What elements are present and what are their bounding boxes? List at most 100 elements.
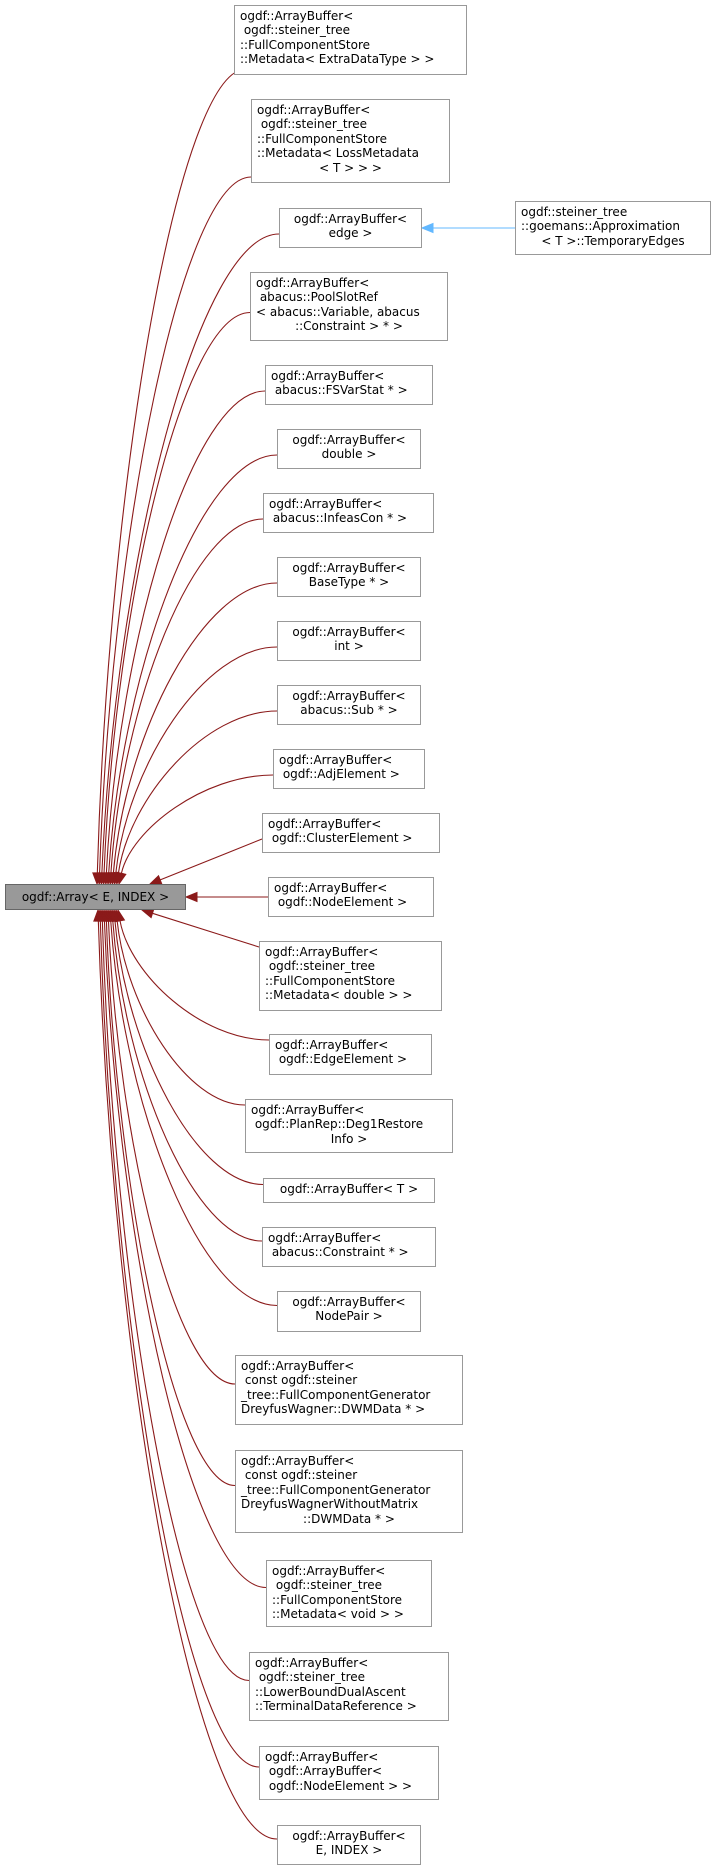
inheritance-edge xyxy=(110,518,264,874)
inheritance-edge xyxy=(120,774,274,874)
derived-class-node[interactable]: ogdf::ArrayBuffer< abacus::InfeasCon * > xyxy=(263,493,434,533)
derived-class-node[interactable]: ogdf::ArrayBuffer<abacus::Sub * > xyxy=(277,685,421,725)
node-label-line: ogdf::ArrayBuffer< T > xyxy=(279,1182,419,1196)
node-label-line: _tree::FullComponentGenerator xyxy=(241,1482,431,1497)
inheritance-edge xyxy=(99,176,252,874)
inheritance-edge xyxy=(114,920,264,1186)
node-label-line: ogdf::EdgeElement > xyxy=(275,1052,408,1067)
derived-class-node[interactable]: ogdf::ArrayBuffer< ogdf::ArrayBuffer< og… xyxy=(259,1746,439,1800)
node-label-line: ogdf::ArrayBuffer< xyxy=(268,817,382,831)
inheritance-edge xyxy=(160,838,263,881)
node-label-line: ogdf::ArrayBuffer< xyxy=(271,369,385,383)
derived-class-node[interactable]: ogdf::ArrayBuffer< ogdf::PlanRep::Deg1Re… xyxy=(245,1099,453,1153)
derived-class-node[interactable]: ogdf::ArrayBuffer< abacus::PoolSlotRef< … xyxy=(250,272,448,341)
node-label-line: ::FullComponentStore xyxy=(240,37,370,52)
node-label-line: ::FullComponentStore xyxy=(265,973,395,988)
inheritance-edge xyxy=(108,454,278,874)
derived-class-node[interactable]: ogdf::ArrayBuffer<NodePair > xyxy=(277,1291,421,1332)
node-label-line: ogdf::ArrayBuffer< xyxy=(241,1454,355,1468)
node-label-line: < T >::TemporaryEdges xyxy=(541,233,685,248)
node-label-line: ogdf::ArrayBuffer< xyxy=(292,1295,406,1309)
derived-class-node[interactable]: ogdf::ArrayBuffer< ogdf::steiner_tree::F… xyxy=(251,99,450,183)
inheritance-edge xyxy=(119,920,270,1041)
node-label-line: DreyfusWagnerWithoutMatrix xyxy=(241,1497,419,1512)
node-label-line: ogdf::ArrayBuffer< xyxy=(292,1829,406,1843)
derived-class-node[interactable]: ogdf::ArrayBuffer< abacus::FSVarStat * > xyxy=(265,365,433,405)
node-label-line: Info > xyxy=(330,1131,368,1146)
node-label-line: ::LowerBoundDualAscent xyxy=(255,1684,406,1699)
derived-class-node[interactable]: ogdf::ArrayBuffer<BaseType * > xyxy=(277,557,421,597)
node-label-line: E, INDEX > xyxy=(315,1843,383,1858)
node-label-line: ogdf::ArrayBuffer< xyxy=(279,753,393,767)
inheritance-edge xyxy=(107,920,236,1385)
base-class-node-array[interactable]: ogdf::Array< E, INDEX > xyxy=(5,884,186,910)
derived-class-node[interactable]: ogdf::ArrayBuffer< ogdf::steiner_tree::L… xyxy=(249,1652,449,1721)
derived-class-node[interactable]: ogdf::ArrayBuffer< ogdf::steiner_tree::F… xyxy=(259,941,442,1011)
node-label-line: ogdf::ArrayBuffer< xyxy=(240,9,354,23)
node-label-line: ::TerminalDataReference > xyxy=(255,1699,417,1714)
derived-class-node[interactable]: ogdf::ArrayBuffer<int > xyxy=(277,621,421,661)
node-label-line: ogdf::steiner_tree xyxy=(272,1578,383,1593)
inheritance-edge xyxy=(99,920,260,1768)
inheritance-edge xyxy=(105,390,266,874)
inheritance-edge xyxy=(116,920,246,1106)
node-label-line: ogdf::ArrayBuffer< xyxy=(265,1764,383,1779)
node-label-line: ogdf::ArrayBuffer< xyxy=(292,625,406,639)
derived-class-node[interactable]: ogdf::ArrayBuffer<edge > xyxy=(279,208,422,248)
node-label-line: const ogdf::steiner xyxy=(241,1373,358,1388)
derived-class-node[interactable]: ogdf::ArrayBuffer< ogdf::AdjElement > xyxy=(273,749,425,789)
node-label-line: ::DWMData * > xyxy=(303,1511,395,1526)
node-label-line: ogdf::ArrayBuffer< xyxy=(268,1231,382,1245)
derived-class-node[interactable]: ogdf::ArrayBuffer< ogdf::steiner_tree::F… xyxy=(266,1560,432,1627)
node-label-line: ogdf::steiner_tree xyxy=(255,1670,366,1685)
derived-class-node[interactable]: ogdf::ArrayBuffer< ogdf::ClusterElement … xyxy=(262,813,440,853)
node-label-line: ogdf::ArrayBuffer< xyxy=(272,1564,386,1578)
node-label-line: int > xyxy=(334,639,364,654)
derived-class-node[interactable]: ogdf::ArrayBuffer< const ogdf::steiner_t… xyxy=(235,1355,463,1425)
node-label-line: abacus::PoolSlotRef xyxy=(256,290,378,305)
node-label-line: ogdf::steiner_tree xyxy=(257,117,368,132)
node-label-line: abacus::FSVarStat * > xyxy=(271,383,408,398)
inheritance-arrowhead-icon xyxy=(116,871,127,886)
node-label-line: ogdf::ArrayBuffer< xyxy=(265,1750,379,1764)
inheritance-arrowhead-icon xyxy=(148,874,163,885)
node-label-line: ogdf::steiner_tree xyxy=(240,23,351,38)
derived-class-node[interactable]: ogdf::ArrayBuffer<E, INDEX > xyxy=(277,1825,421,1865)
node-label-line: ::FullComponentStore xyxy=(272,1592,402,1607)
derived-class-node-temporary-edges[interactable]: ogdf::steiner_tree::goemans::Approximati… xyxy=(515,201,711,255)
inheritance-edge xyxy=(110,920,278,1307)
node-label-line: edge > xyxy=(328,226,373,241)
node-label-line: ogdf::ArrayBuffer< xyxy=(292,561,406,575)
node-label-line: ::goemans::Approximation xyxy=(521,219,680,234)
node-label-line: NodePair > xyxy=(315,1309,383,1324)
node-label-line: ogdf::ArrayBuffer< xyxy=(256,276,370,290)
inheritance-arrowhead-icon xyxy=(93,908,104,922)
node-label-line: ogdf::ArrayBuffer< xyxy=(293,212,408,226)
inheritance-edge xyxy=(96,68,247,874)
inheritance-edge xyxy=(101,920,250,1682)
inheritance-edge xyxy=(105,920,236,1487)
derived-class-node[interactable]: ogdf::ArrayBuffer< T > xyxy=(263,1178,435,1203)
inheritance-edge xyxy=(112,582,278,874)
inheritance-edge xyxy=(103,920,267,1589)
node-label-line: ::FullComponentStore xyxy=(257,131,387,146)
node-label-line: const ogdf::steiner xyxy=(241,1468,358,1483)
node-label-line: ogdf::ArrayBuffer< xyxy=(292,689,406,703)
node-label-line: ogdf::ArrayBuffer< xyxy=(265,945,379,959)
derived-class-node[interactable]: ogdf::ArrayBuffer< ogdf::steiner_tree::F… xyxy=(234,5,467,75)
derived-class-node[interactable]: ogdf::ArrayBuffer< ogdf::EdgeElement > xyxy=(269,1034,432,1075)
derived-class-node[interactable]: ogdf::ArrayBuffer< ogdf::NodeElement > xyxy=(268,877,434,917)
node-label-line: ogdf::Array< E, INDEX > xyxy=(21,890,170,904)
node-label-line: ogdf::ArrayBuffer< xyxy=(257,103,371,117)
inheritance-edge xyxy=(97,920,278,1840)
derived-class-node[interactable]: ogdf::ArrayBuffer< const ogdf::steiner_t… xyxy=(235,1450,463,1533)
node-label-line: ogdf::ArrayBuffer< xyxy=(269,497,383,511)
node-label-line: ::Metadata< ExtraDataType > > xyxy=(240,52,435,67)
node-label-line: ::Metadata< double > > xyxy=(265,988,413,1003)
node-label-line: ogdf::ArrayBuffer< xyxy=(274,881,388,895)
derived-class-node[interactable]: ogdf::ArrayBuffer<double > xyxy=(277,429,421,469)
node-label-line: < T > > > xyxy=(319,160,382,175)
inheritance-edge xyxy=(152,912,260,948)
derived-class-node[interactable]: ogdf::ArrayBuffer< abacus::Constraint * … xyxy=(262,1227,436,1267)
